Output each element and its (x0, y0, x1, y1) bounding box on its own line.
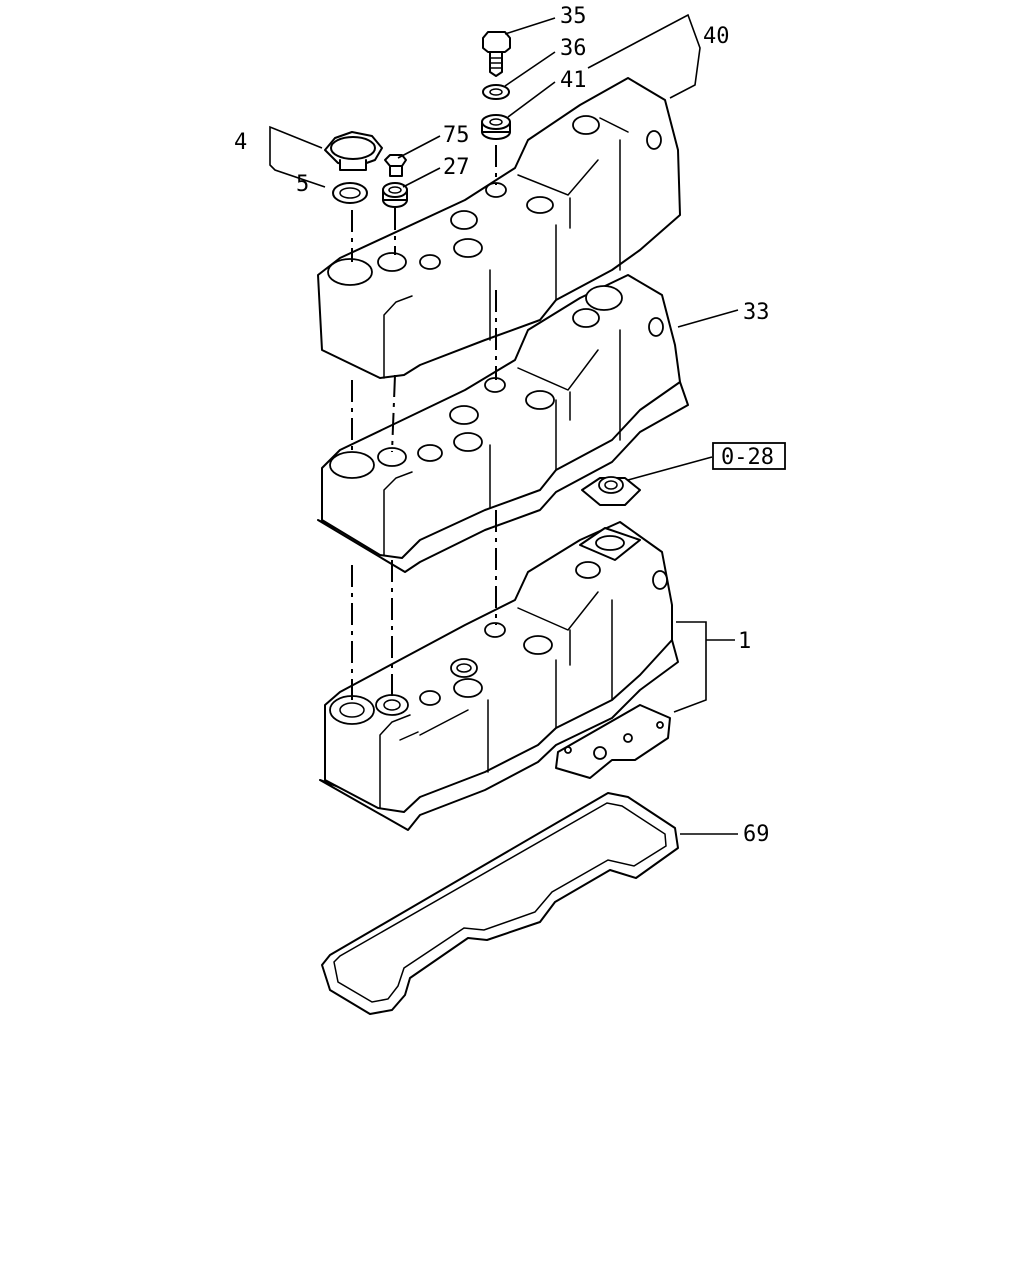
cover-gasket-33 (317, 274, 689, 573)
callout-4: 4 (234, 130, 247, 155)
washer-36 (482, 84, 510, 100)
top-cover-40 (317, 77, 681, 379)
callout-5: 5 (296, 172, 309, 197)
callout-33: 33 (743, 300, 770, 325)
callout-40: 40 (703, 24, 730, 49)
leader-lines (269, 13, 739, 835)
callout-41: 41 (560, 68, 587, 93)
callout-69: 69 (743, 822, 770, 847)
bolt-35 (482, 31, 511, 77)
seal-5 (332, 182, 368, 204)
seal-27 (382, 182, 408, 208)
callout-labels: 35 36 41 40 4 5 75 27 33 1 69 0-28 (234, 4, 786, 847)
plate-part-1 (555, 704, 671, 779)
callout-36: 36 (560, 36, 587, 61)
alignment-lines (351, 145, 497, 700)
callout-1: 1 (738, 629, 751, 654)
callout-27: 27 (443, 155, 470, 180)
reference-box (712, 442, 786, 470)
oil-cap-4 (324, 131, 383, 171)
callout-75: 75 (443, 123, 470, 148)
breather-0-28 (581, 476, 641, 506)
reference-0-28: 0-28 (721, 445, 774, 470)
callout-35: 35 (560, 4, 587, 29)
valve-cover-1 (319, 521, 679, 831)
grommet-41 (481, 114, 511, 140)
gasket-69 (321, 792, 679, 1015)
plug-75 (384, 154, 407, 177)
